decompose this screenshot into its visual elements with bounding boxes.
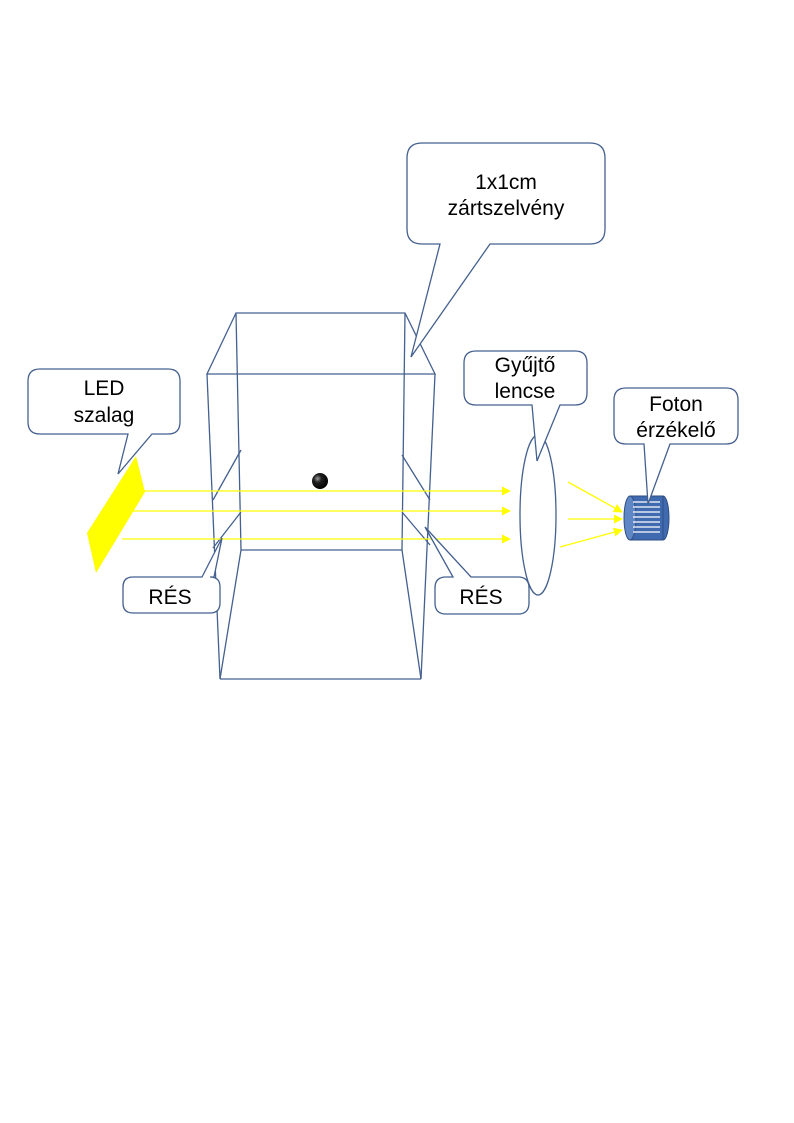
- callout-detector: [613, 387, 739, 505]
- focused-ray-3: [559, 527, 623, 548]
- ball: [312, 473, 328, 489]
- label-slit-right: RÉS: [459, 586, 502, 609]
- tube-front-left-edge: [206, 373, 221, 680]
- callout-slit-right: [424, 526, 530, 615]
- photodetector-icon: [623, 495, 670, 541]
- label-detector-line1: Foton: [649, 393, 703, 416]
- tube-bottom-left-edge: [219, 549, 242, 680]
- label-slit-left: RÉS: [148, 586, 191, 609]
- light-rays: [122, 486, 511, 544]
- square-tube: [205, 312, 437, 680]
- focused-ray-1: [567, 481, 623, 513]
- callout-led: [27, 368, 181, 475]
- label-detector-line2: érzékelő: [636, 419, 715, 442]
- slits: [212, 449, 431, 549]
- tube-bottom-right-edge: [401, 549, 422, 680]
- callout-lens: [463, 350, 588, 462]
- led-strip: [87, 456, 145, 573]
- label-tube-line1: 1x1cm: [475, 171, 537, 194]
- label-lens-line1: Gyűjtő: [495, 354, 556, 377]
- label-led-line1: LED: [84, 377, 125, 400]
- focused-rays: [559, 481, 623, 548]
- label-led-line2: szalag: [74, 404, 135, 427]
- callout-slit-left: [122, 537, 223, 614]
- tube-front-right-edge: [420, 373, 436, 680]
- label-lens-line2: lencse: [495, 380, 556, 403]
- slit-right: [401, 454, 431, 546]
- callout-tube: [406, 142, 606, 358]
- slit-left: [212, 449, 242, 549]
- label-tube-line2: zártszelvény: [448, 197, 565, 220]
- tube-top-face: [205, 312, 437, 375]
